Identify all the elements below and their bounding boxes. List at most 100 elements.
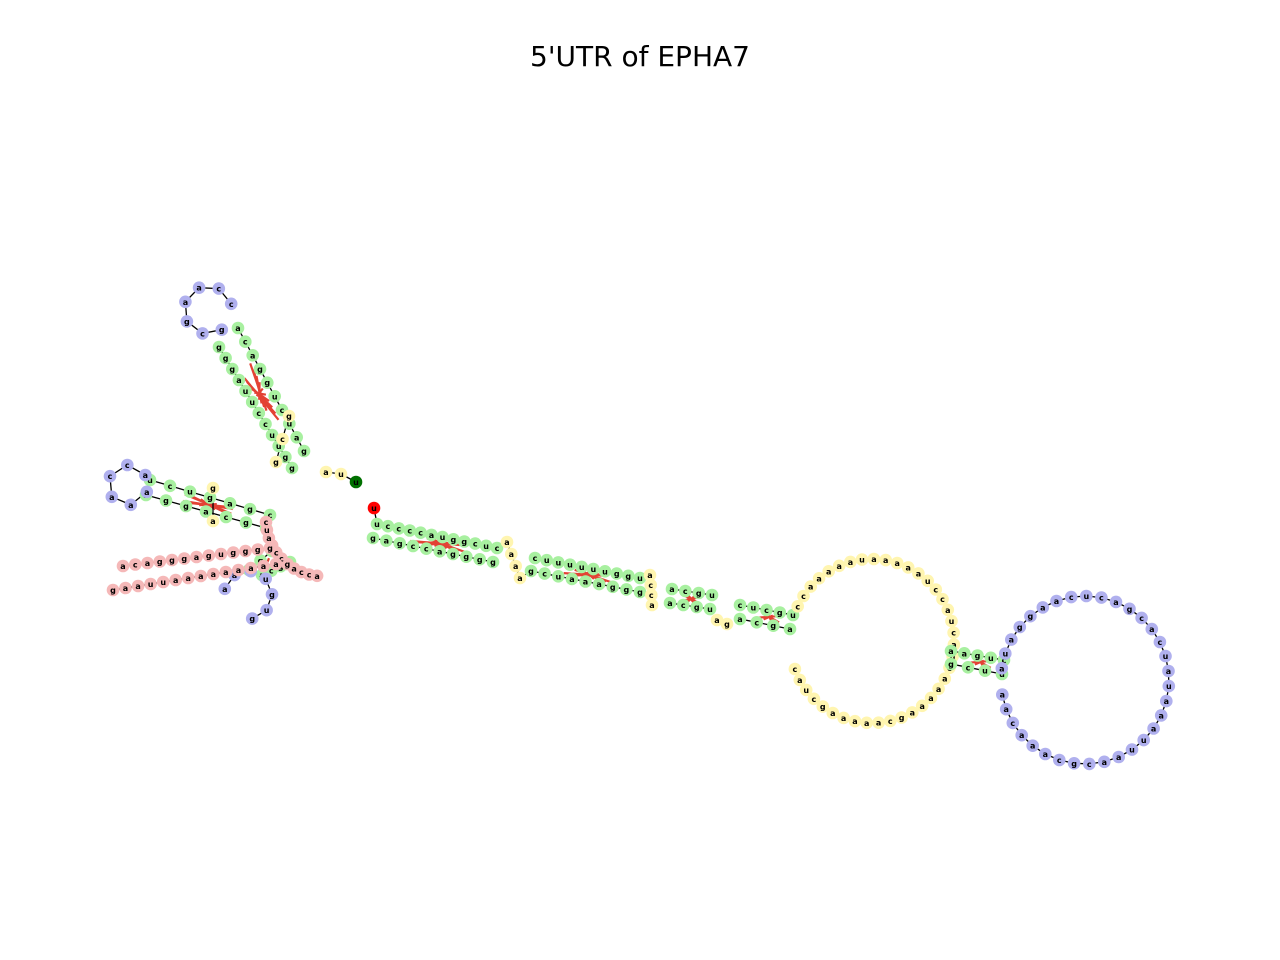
stem-right-strand-b-nt-1-letter: a xyxy=(384,537,389,546)
branch-top-strand-b-nt-9-marker xyxy=(231,321,245,335)
stem-small-strand-a-nt-1-marker xyxy=(679,584,692,598)
stem-tip-strand-b-nt-2: u xyxy=(978,664,992,677)
big-loop-nt-13-letter: u xyxy=(925,577,931,586)
branch-top-side-nt-1: c xyxy=(276,432,289,446)
stem-small-strand-a-nt-2: g xyxy=(692,586,705,600)
big-loop-nt-35-letter: c xyxy=(812,695,817,704)
stem-right-loop-nt-0: a xyxy=(500,535,514,549)
terminal-loop-nt-26-letter: g xyxy=(1071,759,1077,768)
terminal-loop-nt-9: c xyxy=(1095,591,1108,604)
stem-mid-strand-a-nt-1-letter: u xyxy=(544,556,550,565)
stem-right-strand-a-nt-11-marker xyxy=(490,541,504,555)
stem-tip-strand-a-nt-1-marker xyxy=(958,647,971,660)
terminal-loop-nt-31: c xyxy=(1006,716,1020,730)
big-loop-nt-15: c xyxy=(936,592,949,606)
long-arm-top-nt-12-letter: a xyxy=(120,562,125,571)
branch-left-strand-a-nt-3: g xyxy=(203,491,217,504)
stem-mid-strand-b-nt-2-letter: u xyxy=(555,572,561,581)
terminal-loop-nt-5-marker xyxy=(1036,601,1050,614)
big-loop-nt-37: a xyxy=(793,673,807,687)
long-arm-bottom-nt-5-letter: a xyxy=(173,576,178,585)
stem-b-strand-a-nt-0-marker xyxy=(733,598,747,612)
stem-mid-strand-a-nt-6: u xyxy=(598,565,612,578)
stem-b-strand-a-nt-1: u xyxy=(747,601,760,614)
stem-small-strand-a-nt-3: u xyxy=(705,588,719,602)
big-loop-nt-38: c xyxy=(788,662,802,676)
stem-right-strand-a-nt-9-marker xyxy=(468,537,482,550)
long-arm-bottom-nt-2-letter: a xyxy=(135,582,140,591)
branch-top-strand-a-nt-8-letter: a xyxy=(236,376,241,385)
branch-top-strand-b-nt-7-marker xyxy=(246,349,259,362)
stem-right-strand-b-nt-8-letter: g xyxy=(477,555,483,564)
terminal-loop-nt-12-marker xyxy=(1135,611,1148,625)
stem-small-loop-nt-1-letter: g xyxy=(724,620,730,629)
big-loop-nt-34-marker xyxy=(816,700,830,713)
terminal-loop-nt-3-marker xyxy=(1013,620,1027,634)
stem-mid-strand-b-nt-4: a xyxy=(579,575,592,588)
stem-small-strand-b-nt-3-marker xyxy=(703,602,717,616)
stem-right-loop-nt-3-letter: a xyxy=(517,574,522,583)
branch-top-strand-b-nt-5-letter: g xyxy=(264,379,270,388)
branch-left-loop-nt-4-letter: c xyxy=(125,461,130,470)
branch-left-strand-b-nt-1: g xyxy=(239,516,253,529)
stem-mid-strand-b-nt-1: c xyxy=(538,567,551,580)
big-loop-nt-12: a xyxy=(912,567,925,580)
stem-mid-strand-a-nt-0-marker xyxy=(528,551,542,565)
branch-left-strand-a-nt-3-letter: g xyxy=(207,494,213,503)
stem-small-strand-b-nt-1: c xyxy=(677,598,690,612)
long-arm-bottom-nt-2: a xyxy=(131,579,145,593)
big-loop-nt-16: a xyxy=(941,603,955,617)
long-arm-bottom-nt-4-marker xyxy=(156,575,170,589)
big-loop-nt-38-letter: c xyxy=(793,665,798,674)
branch-top-strand-a-nt-6: u xyxy=(245,395,259,409)
terminal-loop-nt-6-letter: a xyxy=(1054,597,1059,606)
three-prime-end-letter: u xyxy=(371,504,377,513)
branch-top-loop-nt-4-marker xyxy=(192,281,206,295)
stem-right-strand-a-nt-10-letter: u xyxy=(483,542,489,551)
stem-mid-strand-a-nt-1-marker xyxy=(540,553,553,567)
terminal-loop-nt-7-marker xyxy=(1064,590,1078,604)
branch-top-side-nt-2-marker xyxy=(269,455,283,469)
branch-left-loop-nt-2-marker xyxy=(105,490,119,504)
branch-top-strand-a-nt-3: u xyxy=(265,428,279,442)
stem-small-strand-b-nt-2-letter: g xyxy=(694,603,700,612)
branch-top-strand-b-nt-3-letter: c xyxy=(280,406,285,415)
branch-left-loop-nt-0-marker xyxy=(140,485,154,499)
branch-left-strand-a-nt-6-letter: u xyxy=(147,476,153,485)
branch-top-loop-nt-1: c xyxy=(196,327,209,340)
terminal-loop-nt-16-letter: a xyxy=(1166,667,1171,676)
terminal-loop-nt-12-letter: c xyxy=(1139,614,1144,623)
big-loop-nt-28-letter: c xyxy=(888,717,893,726)
stem-right-strand-b-nt-0: g xyxy=(366,531,380,545)
branch-top-strand-a-nt-5: c xyxy=(252,406,266,420)
stem-mid-strand-a-nt-2: u xyxy=(552,556,565,569)
branch-left-strand-a-nt-5-marker xyxy=(163,479,177,493)
stem-mid-loop-nt-1-marker xyxy=(644,578,657,592)
big-loop-nt-32-letter: a xyxy=(841,714,846,723)
branch-top-strand-a-nt-5-marker xyxy=(252,406,266,420)
big-loop-nt-17: u xyxy=(945,614,958,628)
big-loop-nt-22-marker xyxy=(938,672,952,685)
terminal-loop-nt-20-marker xyxy=(1147,722,1160,735)
terminal-loop-nt-16-marker xyxy=(1162,664,1175,678)
branch-bottom-loop-nt-5-letter: u xyxy=(264,606,270,615)
big-loop-nt-0: c xyxy=(791,600,804,613)
stem-right-strand-b-nt-7-marker xyxy=(460,550,473,563)
big-loop-nt-26-marker xyxy=(906,706,919,719)
long-arm-bottom-nt-0-letter: g xyxy=(110,586,116,595)
terminal-loop-nt-13-marker xyxy=(1145,622,1159,636)
stem-right-strand-a-nt-3: c xyxy=(403,524,417,537)
stem-right-strand-a-nt-6-letter: u xyxy=(440,533,446,542)
branch-top-strand-b-nt-4-letter: u xyxy=(272,392,278,401)
terminal-loop-nt-26: g xyxy=(1067,757,1081,770)
stem-right-strand-a-nt-2: c xyxy=(392,522,406,535)
big-loop-nt-23-marker xyxy=(932,682,945,696)
five-prime-end-marker xyxy=(349,475,363,489)
stem-right-strand-b-backbone xyxy=(372,537,494,563)
stem-b-strand-b-nt-1-letter: c xyxy=(754,618,759,627)
big-loop-nt-27-marker xyxy=(895,711,908,724)
big-loop-nt-34: g xyxy=(816,700,830,713)
stem-small-strand-b-nt-0: a xyxy=(663,596,677,610)
branch-bottom-loop-nt-3-marker xyxy=(259,572,273,586)
multiloop-a-nt-10-letter: c xyxy=(264,518,269,527)
